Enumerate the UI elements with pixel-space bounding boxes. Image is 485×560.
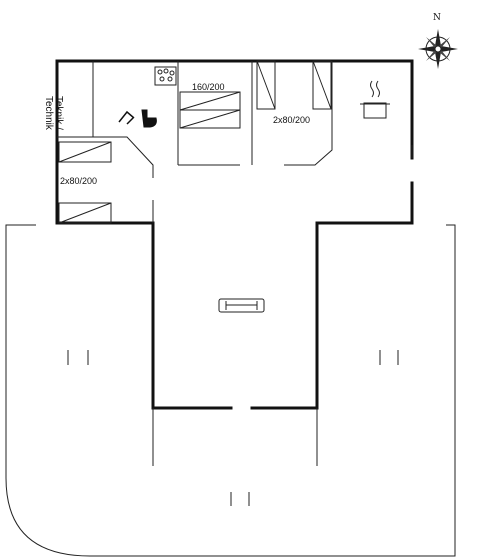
cooking-pot-icon	[360, 80, 390, 119]
bed-2x80-right	[256, 60, 332, 110]
stove-icon	[154, 66, 177, 86]
compass-north-label: N	[433, 13, 441, 23]
compass-rose-icon	[418, 29, 458, 69]
bed-2x80-left	[58, 141, 112, 224]
bed-label-160-200: 160/200	[192, 82, 225, 92]
bed-label-2x80-right: 2x80/200	[273, 115, 311, 125]
bed-label-2x80-left: 2x80/200	[60, 176, 98, 186]
technical-room-label-line1: Teknik /	[53, 96, 64, 130]
technical-room-label: Teknik / Technik	[43, 96, 64, 130]
exterior-walls	[55, 59, 414, 410]
shower-icon	[118, 110, 135, 125]
terrace-outline	[5, 224, 456, 557]
sofa-icon	[218, 298, 265, 313]
terrace-markers	[67, 350, 399, 506]
toilet-icon	[141, 109, 157, 128]
interior-walls	[57, 61, 413, 466]
bed-160-200	[179, 91, 241, 129]
technical-room-label-line2: Technik	[43, 96, 54, 130]
